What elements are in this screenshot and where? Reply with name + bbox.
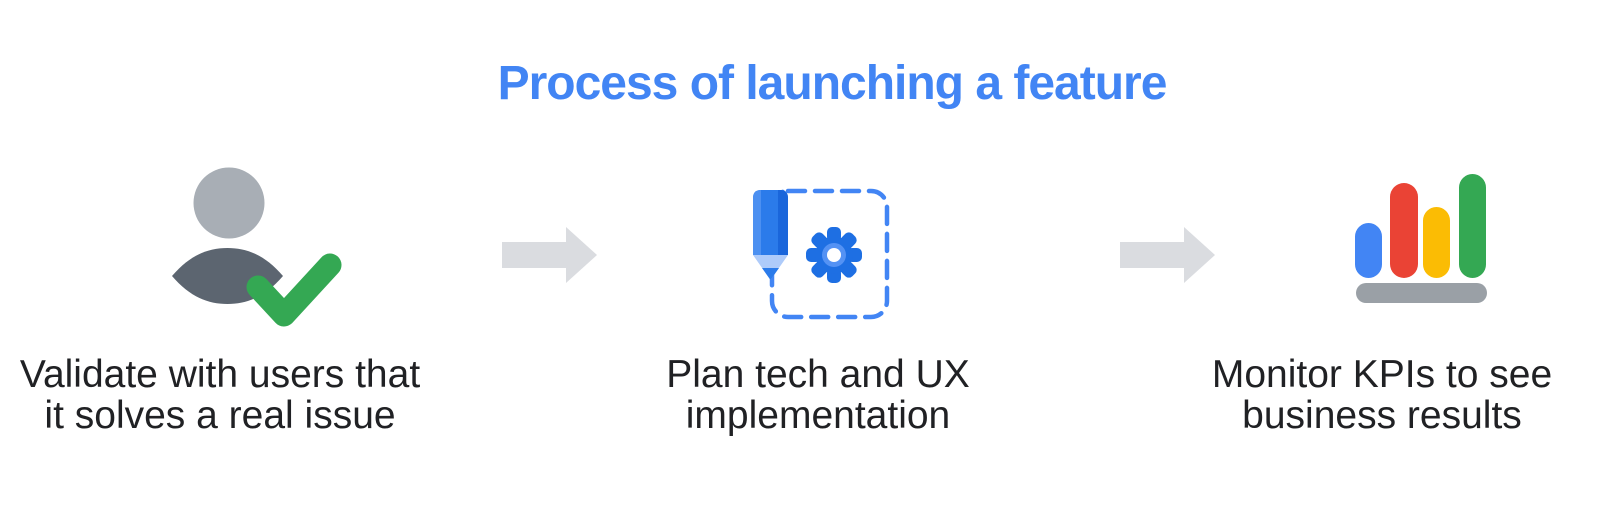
bar-yellow bbox=[1423, 207, 1450, 278]
step-label-validate: Validate with users that it solves a rea… bbox=[19, 353, 421, 437]
user-check-icon bbox=[170, 163, 355, 333]
gear bbox=[806, 227, 862, 283]
bar-chart-icon bbox=[1352, 170, 1492, 305]
step-label-plan: Plan tech and UX implementation bbox=[666, 353, 970, 437]
bar-green bbox=[1459, 174, 1486, 278]
pencil bbox=[753, 190, 788, 280]
step-label-monitor: Monitor KPIs to see business results bbox=[1211, 353, 1553, 437]
right-arrow-icon bbox=[502, 227, 597, 283]
bar-red bbox=[1390, 183, 1418, 278]
checkmark bbox=[246, 253, 342, 327]
bar-blue bbox=[1355, 223, 1382, 278]
pencil-gear-icon bbox=[750, 183, 890, 323]
diagram-title: Process of launching a feature bbox=[497, 57, 1168, 110]
right-arrow-icon bbox=[1120, 227, 1215, 283]
person-head bbox=[193, 167, 265, 239]
chart-base bbox=[1356, 283, 1487, 303]
